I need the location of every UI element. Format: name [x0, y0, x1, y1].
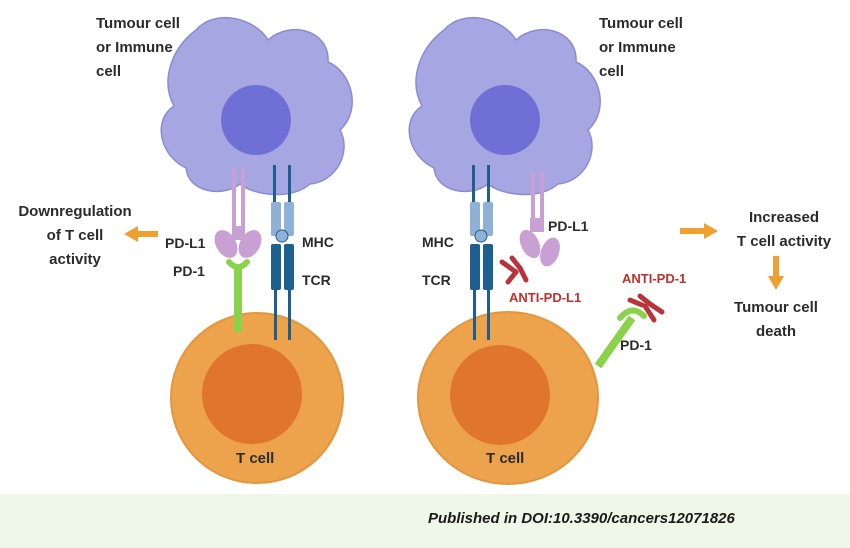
left-pd-1: [226, 259, 250, 332]
right-cell-label-line3: cell: [599, 63, 624, 80]
left-cell-label-line2: or Immune: [96, 39, 173, 56]
right-panel: Tumour cell or Immune cell MHC TCR PD-L1…: [408, 15, 832, 485]
right-anti-pd-l1-antibody: [499, 255, 529, 285]
right-tumour-nucleus: [470, 85, 540, 155]
left-outcome-line3: activity: [49, 251, 101, 268]
right-t-cell-label: T cell: [486, 450, 524, 467]
right-pd-l1-label: PD-L1: [548, 218, 589, 234]
left-cell-label-line1: Tumour cell: [96, 15, 180, 32]
right-anti-pd-1-antibody: [627, 293, 665, 323]
right-outcome2-line1: Tumour cell: [734, 299, 818, 316]
right-outcome1-line2: T cell activity: [737, 233, 832, 250]
left-outcome-arrow: [124, 226, 158, 242]
left-tcr-label: TCR: [302, 272, 331, 288]
left-t-cell-label: T cell: [236, 450, 274, 467]
right-anti-pd-1-label: ANTI-PD-1: [622, 271, 686, 286]
right-outcome-arrow: [680, 223, 718, 239]
right-cell-label-line2: or Immune: [599, 39, 676, 56]
right-pd-1: [594, 307, 647, 369]
right-outcome2-line2: death: [756, 323, 796, 340]
left-mhc-tcr: [271, 165, 294, 340]
right-outcome1-line1: Increased: [749, 209, 819, 226]
left-panel: Tumour cell or Immune cell PD-L1 PD-1 MH…: [18, 15, 353, 484]
right-anti-pd-l1-label: ANTI-PD-L1: [509, 290, 581, 305]
footer-band: [0, 494, 850, 548]
left-pd-1-label: PD-1: [173, 263, 205, 279]
right-down-arrow: [768, 256, 784, 290]
right-mhc-label: MHC: [422, 234, 454, 250]
right-pd-1-label: PD-1: [620, 337, 652, 353]
left-outcome-line2: of T cell: [47, 227, 104, 244]
left-mhc-label: MHC: [302, 234, 334, 250]
right-mhc-tcr: [470, 165, 493, 340]
left-cell-label-line3: cell: [96, 63, 121, 80]
publication-credit: Published in DOI:10.3390/cancers12071826: [428, 510, 735, 527]
left-outcome-line1: Downregulation: [18, 203, 131, 220]
right-pd-l1: [519, 172, 560, 267]
left-pd-l1: [214, 168, 262, 258]
left-pd-l1-label: PD-L1: [165, 235, 206, 251]
right-t-cell-nucleus: [450, 345, 550, 445]
right-cell-label-line1: Tumour cell: [599, 15, 683, 32]
left-tumour-nucleus: [221, 85, 291, 155]
right-tcr-label: TCR: [422, 272, 451, 288]
left-t-cell-nucleus: [202, 344, 302, 444]
